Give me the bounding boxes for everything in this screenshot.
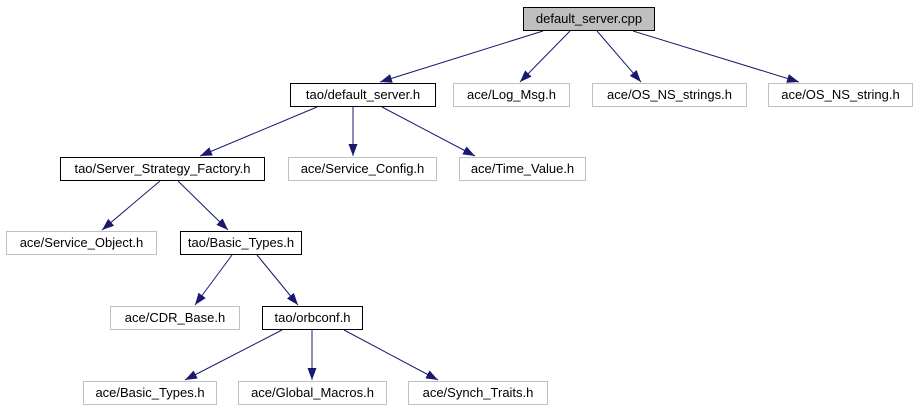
edge-tao-basic-types-h-to-tao-orbconf-h [256,254,299,306]
edge-default-server-cpp-to-tao-default-server-h [379,30,544,83]
edge-tao-server-strategy-factory-h-to-tao-basic-types-h [177,180,229,231]
graph-node-default-server-cpp: default_server.cpp [523,7,655,31]
graph-node-ace-cdr-base-h: ace/CDR_Base.h [110,306,240,330]
edge-default-server-cpp-to-ace-os-ns-string-h [632,30,800,83]
edge-tao-default-server-h-to-ace-time-value-h [381,106,476,157]
graph-node-ace-service-object-h: ace/Service_Object.h [6,231,157,255]
graph-node-ace-log-msg-h: ace/Log_Msg.h [453,83,570,107]
graph-node-ace-synch-traits-h: ace/Synch_Traits.h [408,381,548,405]
edge-tao-basic-types-h-to-ace-cdr-base-h [194,254,233,306]
graph-node-ace-os-ns-string-h: ace/OS_NS_string.h [768,83,913,107]
edge-default-server-cpp-to-ace-os-ns-strings-h [596,30,642,83]
edge-tao-server-strategy-factory-h-to-ace-service-object-h [101,180,161,231]
graph-node-tao-default-server-h[interactable]: tao/default_server.h [290,83,436,107]
edge-tao-orbconf-h-to-ace-synch-traits-h [343,329,439,381]
dependency-edges [101,30,800,381]
graph-node-ace-global-macros-h: ace/Global_Macros.h [238,381,387,405]
graph-node-ace-time-value-h: ace/Time_Value.h [459,157,586,181]
edge-default-server-cpp-to-ace-log-msg-h [519,30,571,83]
graph-node-ace-basic-types-h: ace/Basic_Types.h [83,381,217,405]
graph-node-ace-os-ns-strings-h: ace/OS_NS_strings.h [592,83,747,107]
graph-node-tao-orbconf-h[interactable]: tao/orbconf.h [262,306,363,330]
edge-tao-orbconf-h-to-ace-basic-types-h [184,329,283,381]
graph-node-tao-basic-types-h[interactable]: tao/Basic_Types.h [180,231,302,255]
graph-node-ace-service-config-h: ace/Service_Config.h [288,157,437,181]
edge-tao-default-server-h-to-tao-server-strategy-factory-h [199,106,318,157]
graph-node-tao-server-strategy-factory-h[interactable]: tao/Server_Strategy_Factory.h [60,157,265,181]
